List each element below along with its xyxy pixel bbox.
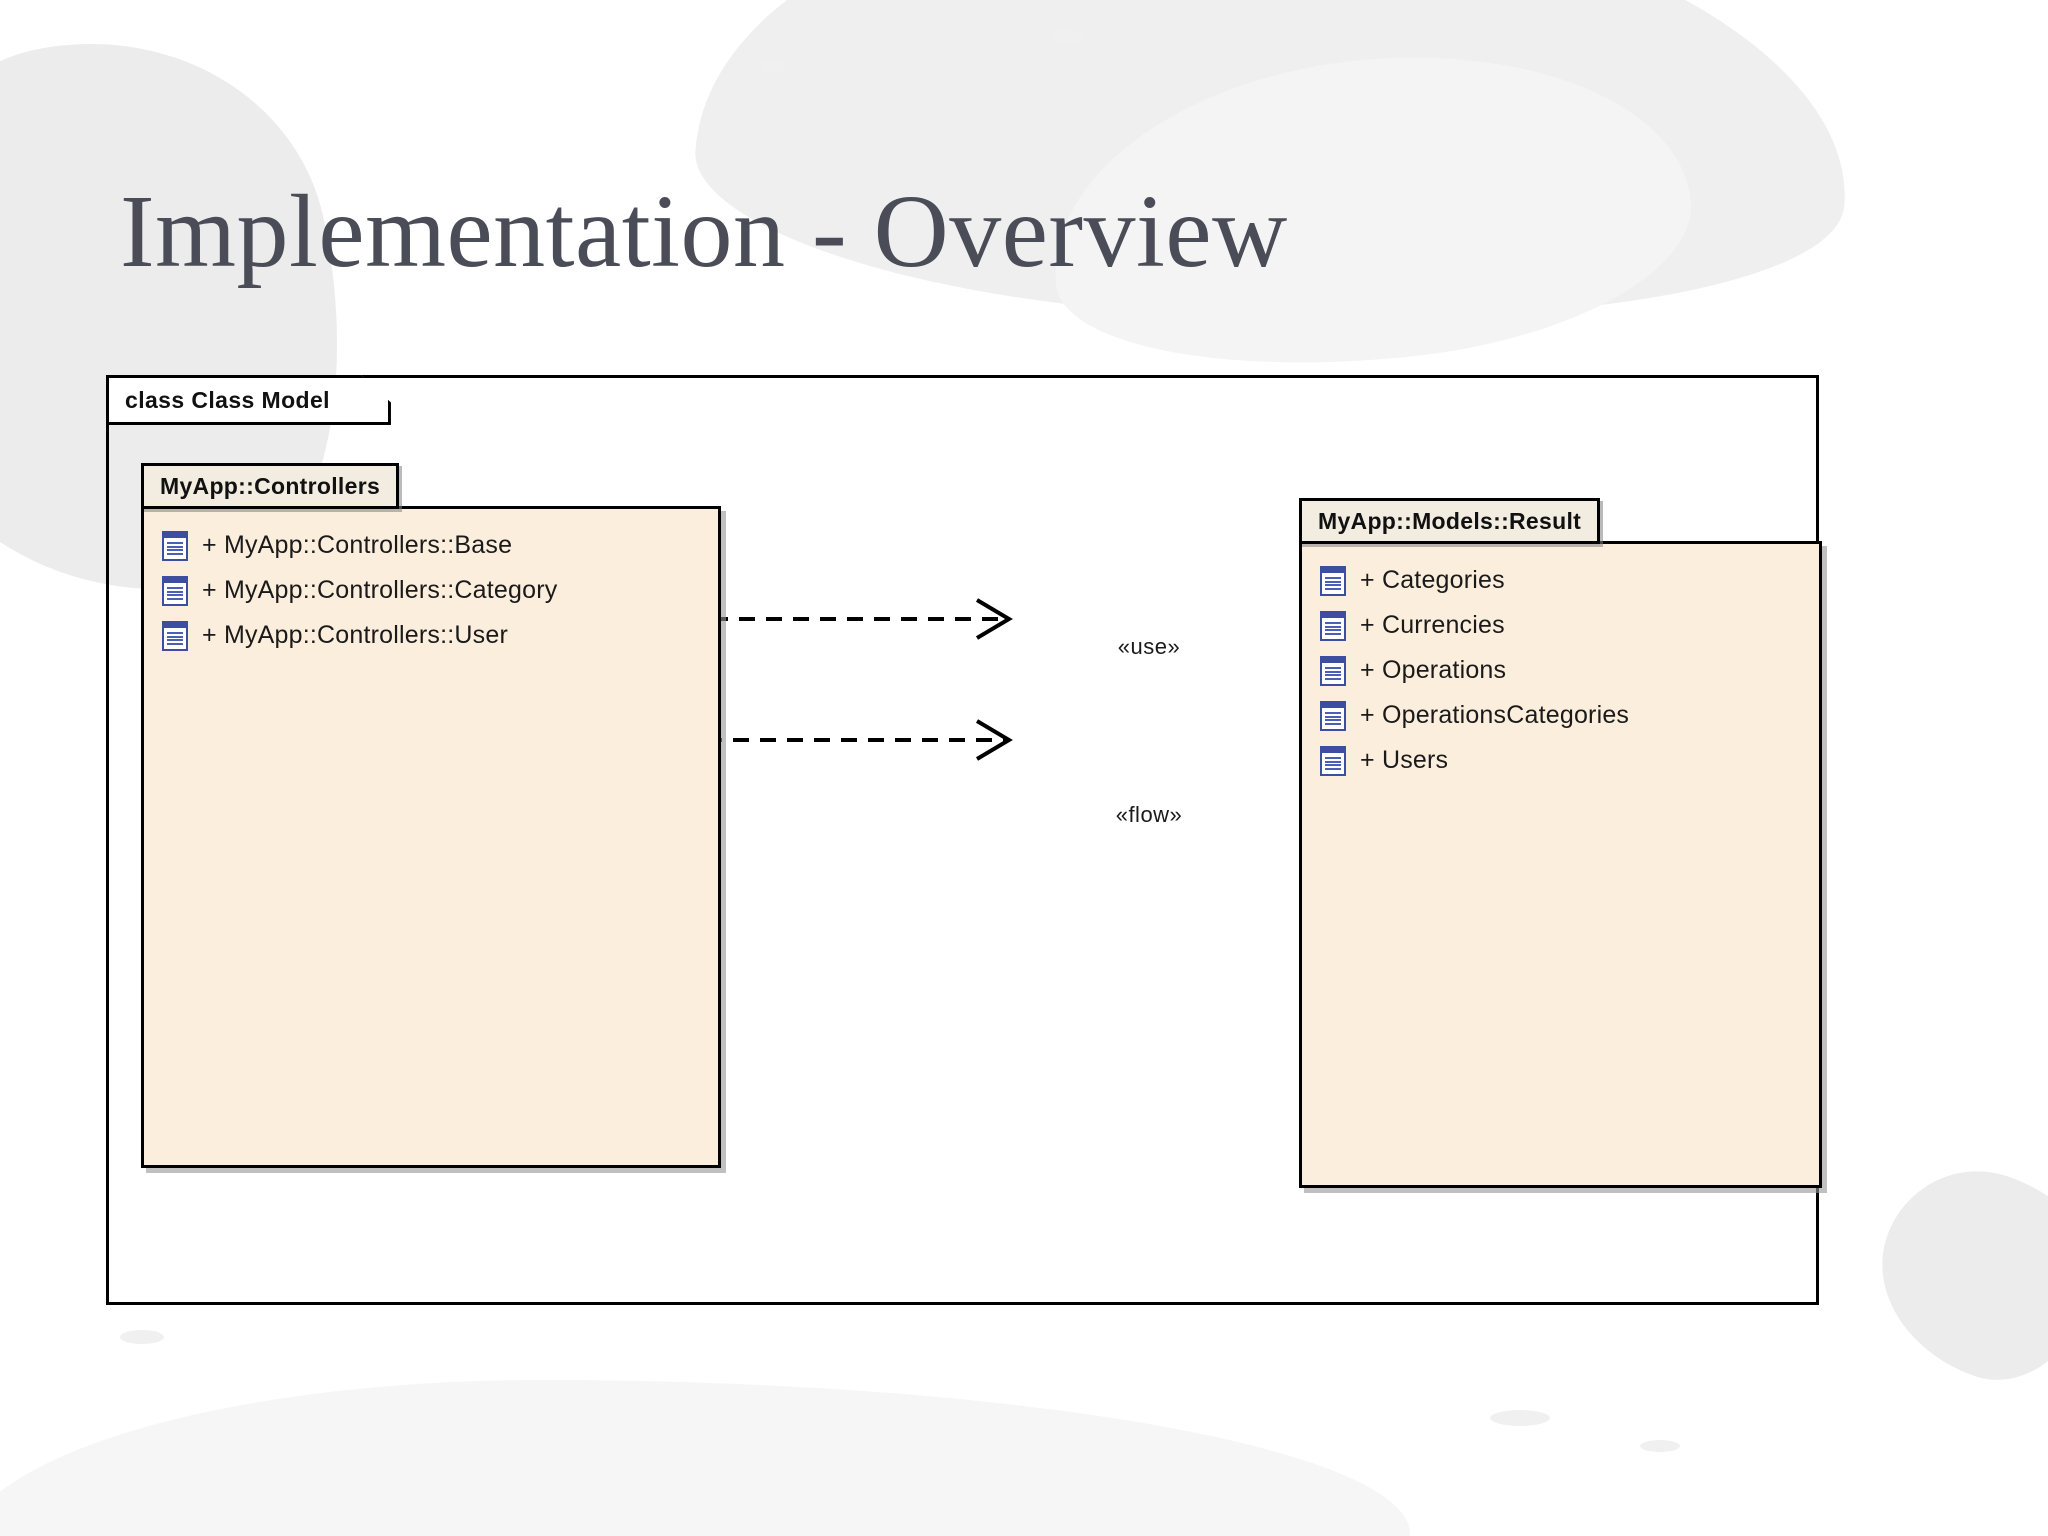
member-label: + Categories: [1360, 566, 1505, 594]
background-speck: [120, 1330, 164, 1344]
list-item[interactable]: + MyApp::Controllers::Category: [144, 568, 718, 613]
class-icon: [1320, 565, 1346, 596]
class-icon: [1320, 655, 1346, 686]
background-speck: [1490, 1410, 1550, 1426]
class-icon: [1320, 745, 1346, 776]
member-list: + MyApp::Controllers::Base + MyApp::Cont…: [144, 509, 718, 658]
connector-label-flow: «flow»: [1115, 802, 1183, 827]
background-speck: [1050, 30, 1084, 44]
list-item[interactable]: + MyApp::Controllers::Base: [144, 523, 718, 568]
member-label: + Users: [1360, 746, 1449, 774]
member-label: + MyApp::Controllers::Base: [202, 531, 513, 559]
frame-label-tab: class Class Model: [106, 375, 391, 425]
background-shape: [0, 1380, 1410, 1536]
class-icon: [1320, 700, 1346, 731]
package-header-tab[interactable]: MyApp::Models::Result: [1299, 498, 1601, 544]
page-title: Implementation - Overview: [120, 174, 1288, 289]
class-icon: [162, 530, 188, 561]
frame-label: class Class Model: [125, 386, 330, 413]
list-item[interactable]: + Users: [1302, 738, 1819, 783]
member-label: + Currencies: [1360, 611, 1505, 639]
member-list: + Categories + Currencies + Operations: [1302, 544, 1819, 783]
member-label: + Operations: [1360, 656, 1507, 684]
package-body: + Categories + Currencies + Operations: [1299, 541, 1822, 1188]
package-name: MyApp::Models::Result: [1318, 507, 1582, 534]
class-icon: [162, 620, 188, 651]
background-shape: [1854, 1146, 2048, 1404]
member-label: + OperationsCategories: [1360, 701, 1630, 729]
class-icon: [1320, 610, 1346, 641]
list-item[interactable]: + Currencies: [1302, 603, 1819, 648]
list-item[interactable]: + MyApp::Controllers::User: [144, 613, 718, 658]
package-body: + MyApp::Controllers::Base + MyApp::Cont…: [141, 506, 721, 1168]
connector-label-use: «use»: [1117, 634, 1181, 659]
list-item[interactable]: + Categories: [1302, 558, 1819, 603]
background-speck: [1640, 1440, 1680, 1452]
list-item[interactable]: + Operations: [1302, 648, 1819, 693]
list-item[interactable]: + OperationsCategories: [1302, 693, 1819, 738]
member-label: + MyApp::Controllers::Category: [202, 576, 558, 604]
member-label: + MyApp::Controllers::User: [202, 621, 508, 649]
class-diagram-frame: class Class Model «use» «flow» MyApp::Co…: [106, 375, 1822, 1305]
class-icon: [162, 575, 188, 606]
package-name: MyApp::Controllers: [160, 472, 381, 499]
package-header-tab[interactable]: MyApp::Controllers: [141, 463, 400, 509]
background-speck: [760, 60, 786, 72]
